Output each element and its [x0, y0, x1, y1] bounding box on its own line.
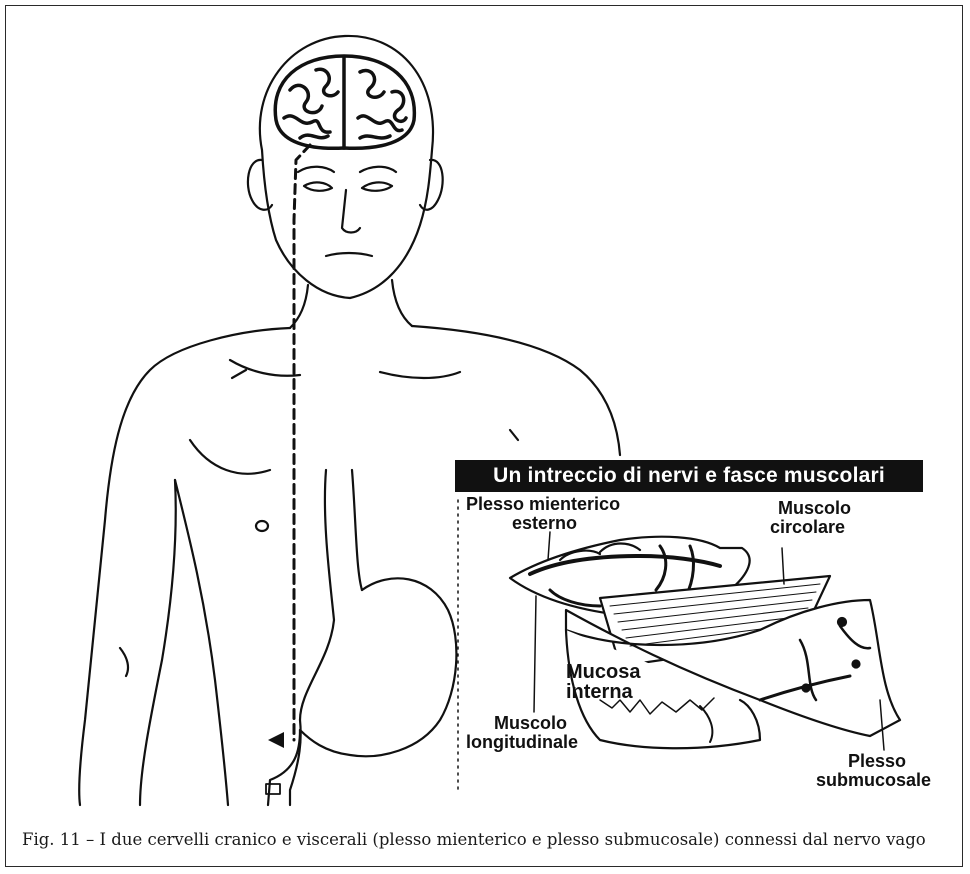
neck-right	[392, 280, 412, 326]
left-brow	[298, 167, 334, 172]
label-mucosa-interna: Mucosa interna	[566, 662, 640, 702]
label-plesso-mienterico: Plesso mienterico esterno	[466, 495, 620, 533]
left-pec	[190, 440, 270, 474]
right-shoulder	[412, 326, 620, 455]
label-muscolo-circolare: Muscolo circolare	[756, 499, 851, 537]
nipple	[256, 521, 268, 531]
mouth	[326, 253, 372, 256]
label-line: Plesso mienterico	[466, 495, 620, 514]
esophagus-left	[300, 470, 334, 720]
label-plesso-submucosale: Plesso submucosale	[816, 752, 931, 790]
label-line: submucosale	[816, 771, 931, 790]
leader-muscolo-circolare	[782, 548, 784, 584]
leader-plesso-mienterico	[548, 532, 550, 560]
arm-mark	[120, 648, 128, 676]
leader-muscolo-longitudinale	[534, 596, 536, 712]
label-line: interna	[566, 682, 640, 702]
stomach	[300, 578, 456, 756]
label-muscolo-longitudinale: Muscolo longitudinale	[466, 714, 578, 752]
esophagus-right	[352, 470, 362, 590]
label-line: Muscolo	[756, 499, 851, 518]
label-line: circolare	[756, 518, 851, 537]
left-arm-inner	[140, 480, 176, 805]
nose	[342, 190, 360, 233]
side-torso	[175, 480, 228, 805]
inset-title-banner: Un intreccio di nervi e fasce muscolari	[455, 460, 923, 492]
head-outline	[260, 36, 433, 298]
label-line: Plesso	[816, 752, 931, 771]
vagus-nerve	[294, 145, 310, 740]
right-brow	[360, 167, 396, 172]
label-line: esterno	[466, 514, 620, 533]
label-line: Muscolo	[466, 714, 578, 733]
chest-mark	[510, 430, 518, 440]
label-line: Mucosa	[566, 662, 640, 682]
left-eye	[304, 182, 332, 190]
figure-caption: Fig. 11 – I due cervelli cranico e visce…	[22, 830, 952, 849]
vagus-arrow	[268, 732, 284, 748]
chest-line-2	[380, 372, 460, 378]
brain	[275, 56, 414, 148]
right-eye	[362, 182, 392, 190]
clavicle-mark	[232, 370, 246, 378]
torso-outline	[79, 328, 290, 805]
label-line: longitudinale	[466, 733, 578, 752]
